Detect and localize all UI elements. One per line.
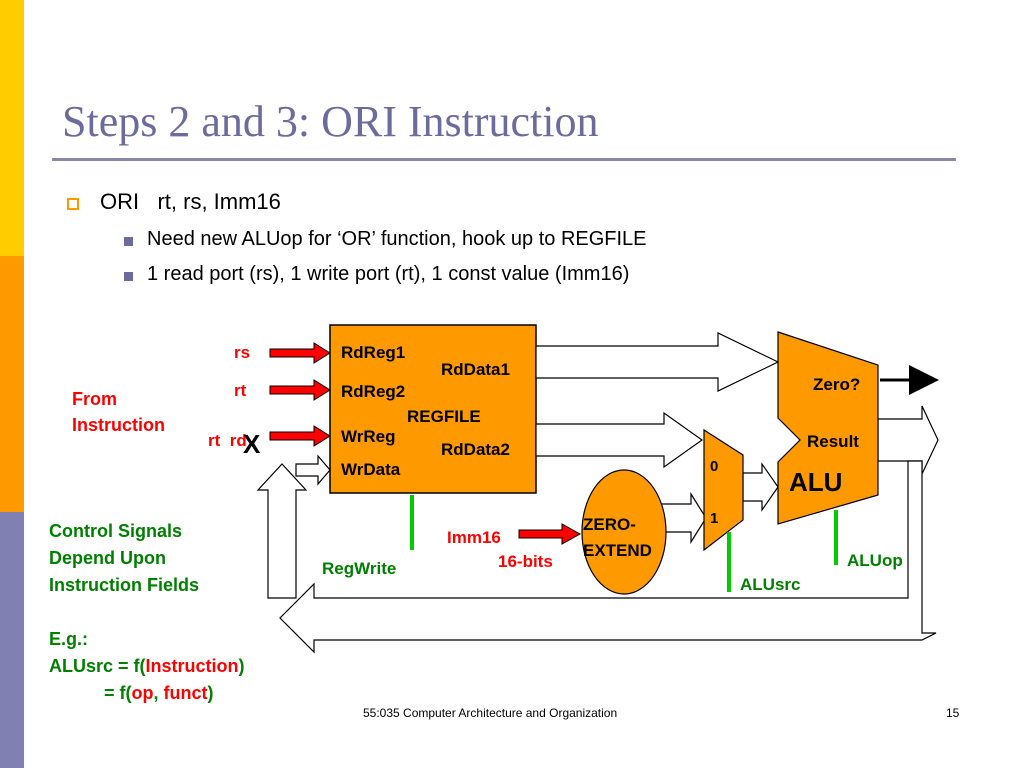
note-close-paren: ) [238,656,245,676]
rddata1-label: RdData1 [441,360,510,379]
zero-label: Zero? [813,375,860,394]
from-instruction-line1: From [72,389,117,409]
accent-stripe-yellow [0,0,24,256]
title-underline [52,158,956,161]
rs-arrow [269,342,331,364]
imm16-label: Imm16 [447,528,501,547]
accent-stripe-purple [0,512,24,768]
regwrite-label: RegWrite [322,559,396,578]
mux-input-1: 1 [710,510,718,527]
note-line3: Instruction Fields [49,575,200,595]
rdreg2-label: RdReg2 [341,382,405,401]
note-spacer [49,599,245,626]
result-bus-arrow [877,405,939,475]
note-eq-prefix: = f( [49,683,132,703]
page-number: 15 [946,706,960,720]
sub-bullet-ports: 1 read port (rs), 1 write port (rt), 1 c… [147,263,630,285]
control-signals-note: Control Signals Depend Upon Instruction … [49,518,245,707]
rddata1-bus-arrow [535,332,780,392]
regfile-box [329,324,537,494]
from-instruction-line2: Instruction [72,415,165,435]
rt-write-arrow [269,425,331,447]
x-mark: X [243,429,261,459]
note-funct-word: funct [163,683,208,703]
slide-footer: 55:035 Computer Architecture and Organiz… [363,706,618,720]
accent-stripe-orange [0,256,24,512]
result-label: Result [807,432,859,451]
alusrc-mux [703,428,744,552]
zero-extend-line2: EXTEND [583,541,652,560]
bits-label: 16-bits [498,552,553,571]
mux-input-0: 0 [710,458,718,475]
imm16-arrow [518,523,582,545]
regfile-name: REGFILE [407,407,481,426]
mux-bus-arrow [742,462,779,512]
rdreg1-label: RdReg1 [341,343,405,362]
note-op-word: op [131,683,154,703]
sub-bullet-icon [124,237,133,246]
rddata2-bus-arrow [535,411,704,469]
rt-rd-label: rt rd [208,431,247,450]
bullet-square-icon [67,198,79,210]
alu-name: ALU [789,467,842,497]
rs-label: rs [234,343,250,362]
bullet-ori: ORI rt, rs, Imm16 [100,189,281,214]
note-line1: Control Signals [49,521,183,541]
rt-arrow [269,379,331,401]
note-close-paren-2: ) [207,683,214,703]
note-line2: Depend Upon [49,548,166,568]
note-instruction-word: Instruction [145,656,239,676]
note-op-funct-line: = f(op, funct) [49,680,245,707]
aluop-label: ALUop [847,551,903,570]
wrdata-bus-arrow [295,454,331,486]
writeback-up-arrow [256,463,308,599]
note-alusrc-line: ALUsrc = f(Instruction) [49,653,245,680]
wrdata-label: WrData [341,460,401,479]
note-comma: , [153,683,164,703]
rt-label: rt [234,381,247,400]
zero-extend-unit [581,469,667,595]
sub-bullet-aluop: Need new ALUop for ‘OR’ function, hook u… [147,228,647,250]
zero-extend-line1: ZERO- [583,515,636,534]
rddata2-label: RdData2 [441,440,510,459]
wrreg-label: WrReg [341,427,395,446]
alu-unit [777,331,879,525]
slide-title: Steps 2 and 3: ORI Instruction [62,97,599,146]
sub-bullet-icon [124,272,133,281]
note-eg: E.g.: [49,629,88,649]
writeback-loop [279,460,937,654]
alusrc-label: ALUsrc [740,575,800,594]
note-alusrc-prefix: ALUsrc = f( [49,656,146,676]
